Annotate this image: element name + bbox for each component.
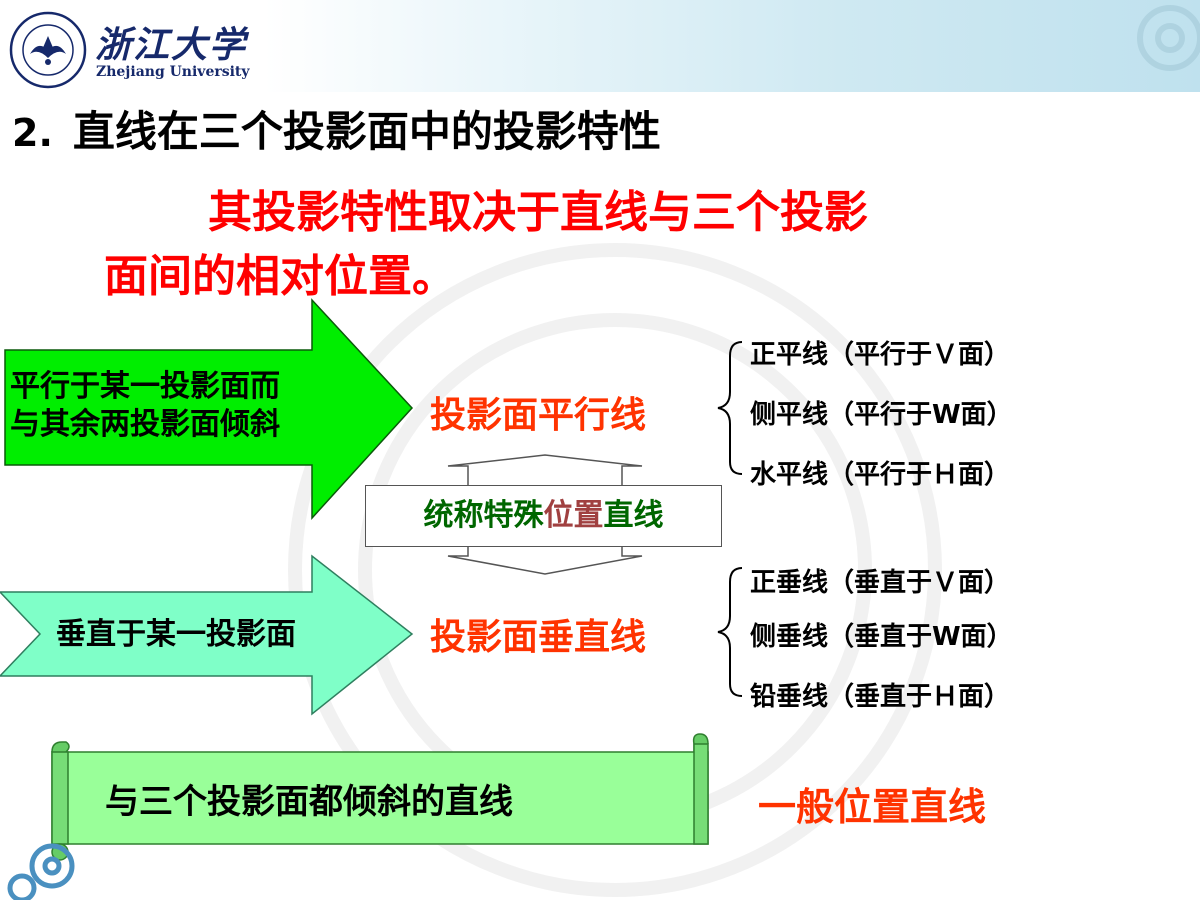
special-text-part-2: 位置 bbox=[543, 498, 604, 533]
perpendicular-item: 侧垂线（垂直于W面） bbox=[750, 622, 1013, 652]
perpendicular-arrow bbox=[0, 554, 414, 716]
parallel-arrow-line-2: 与其余两投影面倾斜 bbox=[10, 407, 280, 442]
university-seal-icon bbox=[9, 11, 87, 89]
intro-line-2: 面间的相对位置。 bbox=[104, 251, 456, 302]
parallel-arrow bbox=[4, 298, 414, 520]
parallel-item: 水平线（平行于Ｈ面） bbox=[750, 460, 1011, 490]
parallel-category: 投影面平行线 bbox=[430, 395, 647, 436]
university-name-en: Zhejiang University bbox=[96, 64, 250, 80]
special-text-part-1: 统称特殊 bbox=[423, 498, 544, 533]
header-band bbox=[0, 0, 1200, 92]
brace-parallel bbox=[717, 341, 743, 475]
scroll-banner bbox=[51, 733, 709, 861]
perpendicular-item: 铅垂线（垂直于Ｈ面） bbox=[750, 682, 1011, 712]
title-text: 直线在三个投影面中的投影特性 bbox=[72, 107, 661, 156]
general-position-label: 一般位置直线 bbox=[758, 785, 987, 829]
perpendicular-category: 投影面垂直线 bbox=[430, 617, 647, 658]
special-text-part-3: 直线 bbox=[603, 498, 664, 533]
brace-perpendicular bbox=[717, 567, 743, 697]
perpendicular-arrow-text: 垂直于某一投影面 bbox=[56, 617, 296, 652]
special-position-box: 统称特殊位置直线 bbox=[365, 485, 722, 547]
university-name-cn: 浙江大学 bbox=[95, 24, 248, 66]
parallel-item: 正平线（平行于Ｖ面） bbox=[750, 340, 1011, 370]
perpendicular-item: 正垂线（垂直于Ｖ面） bbox=[750, 568, 1011, 598]
parallel-arrow-line-1: 平行于某一投影面而 bbox=[10, 369, 280, 404]
slide-title: 2. 直线在三个投影面中的投影特性 bbox=[12, 98, 661, 159]
parallel-item: 侧平线（平行于W面） bbox=[750, 400, 1013, 430]
intro-line-1: 其投影特性取决于直线与三个投影 bbox=[208, 187, 868, 238]
title-number: 2. bbox=[12, 111, 53, 155]
gear-bottom-left-icon bbox=[7, 843, 75, 900]
general-scroll-text: 与三个投影面都倾斜的直线 bbox=[105, 782, 513, 822]
gear-top-right-icon bbox=[1137, 5, 1200, 71]
